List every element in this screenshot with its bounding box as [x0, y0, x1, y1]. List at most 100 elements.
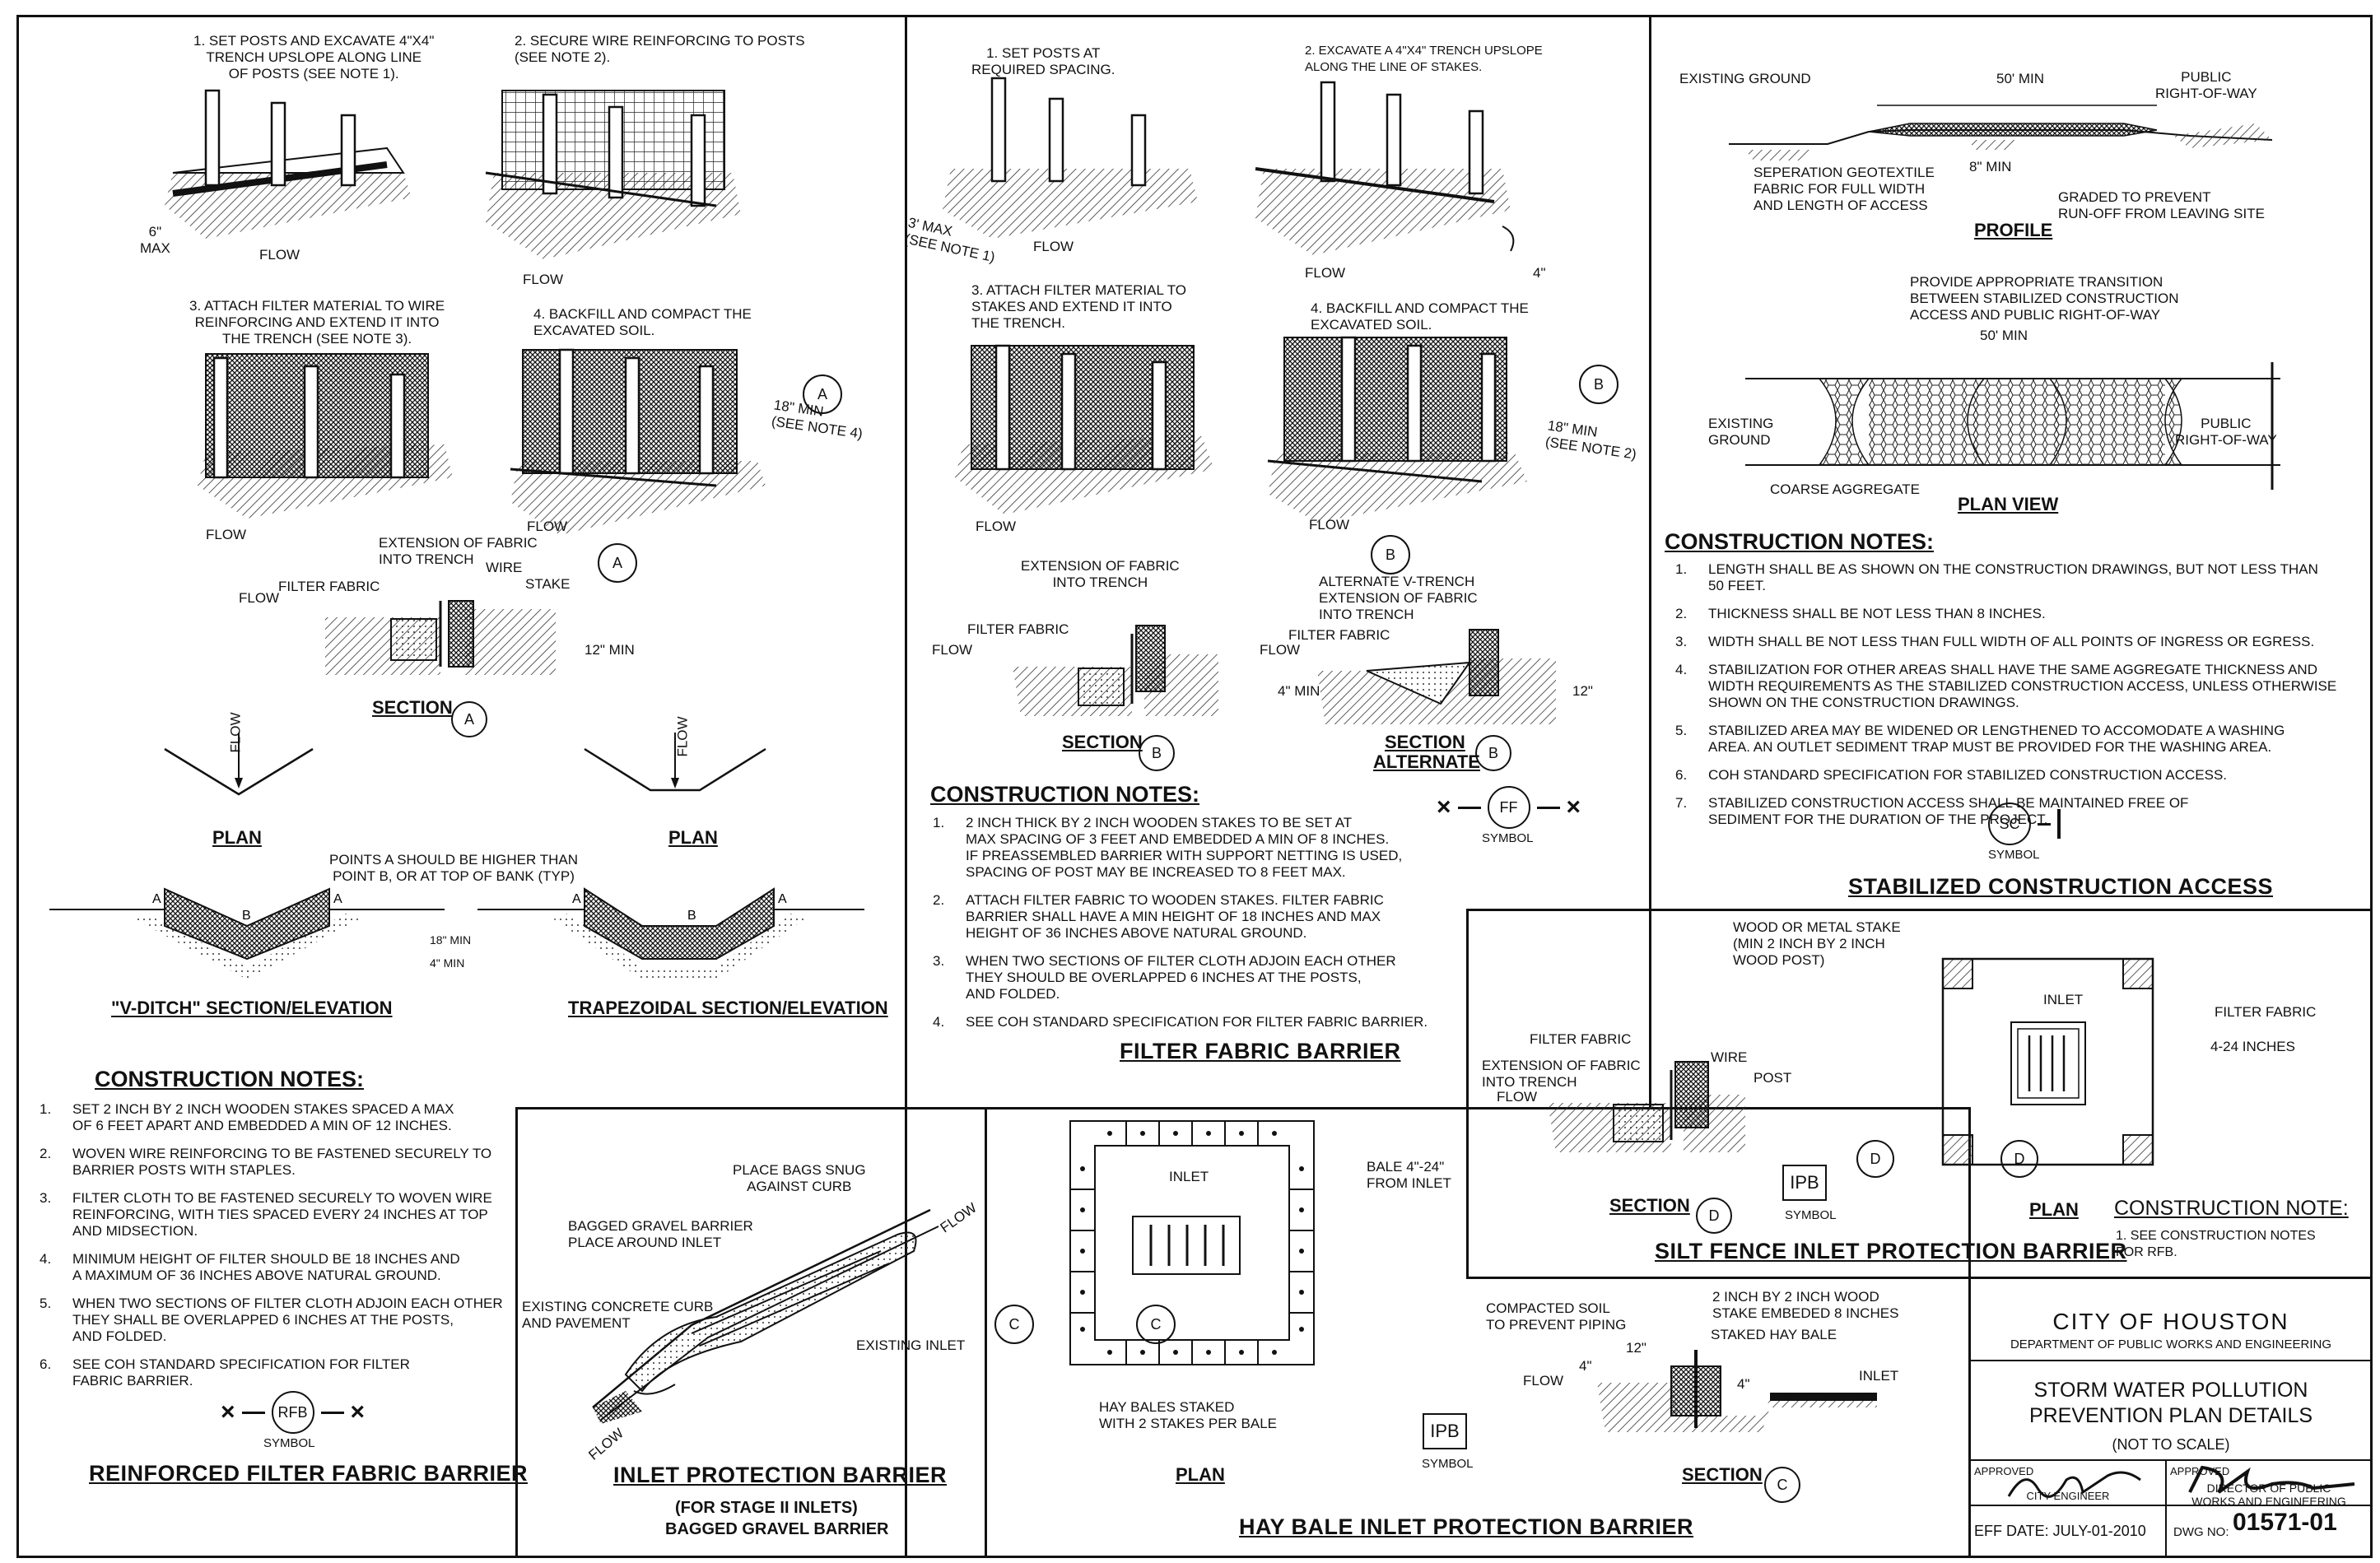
symbol-text: SC [1999, 815, 2020, 832]
sfip-wire-label: WIRE [1711, 1049, 1748, 1065]
ffb-section-b-label: SECTION [1062, 732, 1143, 752]
ffb-section-b-alt-circle: B [1475, 735, 1511, 771]
symbol-text: RFB [277, 1403, 308, 1421]
sca-notes-list: 1.LENGTH SHALL BE AS SHOWN ON THE CONSTR… [1675, 561, 2350, 840]
tb-dept: DEPARTMENT OF PUBLIC WORKS AND ENGINEERI… [2010, 1337, 2332, 1351]
sfip-inlet-label: INLET [2043, 992, 2084, 1007]
sca-note: 4.STABILIZATION FOR OTHER AREAS SHALL HA… [1675, 662, 2337, 710]
rfb-4min-elev: 4" MIN [430, 956, 465, 970]
ipb-curb-label: EXISTING CONCRETE CURB AND PAVEMENT [522, 1299, 714, 1331]
hbip-12-label: 12" [1626, 1340, 1646, 1356]
rfb-title: REINFORCED FILTER FABRIC BARRIER [89, 1461, 528, 1486]
hbip-symbol-label: SYMBOL [1422, 1457, 1474, 1471]
x-mark-icon: × [221, 1398, 235, 1426]
ffb-flow-1: FLOW [1033, 239, 1074, 254]
tb-rule-2 [1971, 1459, 2371, 1461]
point-a-right: A [333, 892, 342, 906]
sca-geotextile: SEPERATION GEOTEXTILE FABRIC FOR FULL WI… [1754, 165, 1935, 213]
sfip-inches-label: 4-24 INCHES [2210, 1039, 2295, 1054]
ffb-marker-b-top: B [1579, 365, 1618, 404]
tb-rule-3 [1971, 1505, 2371, 1506]
ffb-filter-fabric-2: FILTER FABRIC [1288, 627, 1390, 643]
tb-city: CITY OF HOUSTON [2052, 1309, 2289, 1334]
sca-symbol: SC [1988, 802, 2061, 845]
hbip-plan-label: PLAN [1176, 1464, 1225, 1485]
rfb-note: 3.FILTER CLOTH TO BE FASTENED SECURELY T… [40, 1190, 492, 1239]
dash-line [241, 1411, 265, 1414]
tb-rule-1 [1971, 1360, 2371, 1361]
ipb-drawing [592, 1208, 939, 1424]
rfb-symbol-label: SYMBOL [263, 1436, 315, 1450]
point-a-right-trap: A [778, 892, 787, 906]
sca-50min-2: 50' MIN [1980, 328, 2028, 343]
ffb-notes-list: 1.2 INCH THICK BY 2 INCH WOODEN STAKES T… [933, 815, 1460, 1042]
rfb-note: 2.WOVEN WIRE REINFORCING TO BE FASTENED … [40, 1146, 492, 1178]
ffb-note: 4.SEE COH STANDARD SPECIFICATION FOR FIL… [933, 1014, 1428, 1030]
sca-plan-view-title: PLAN VIEW [1958, 494, 2059, 514]
hbip-symbol-box: IPB [1423, 1413, 1467, 1449]
rfb-plan-trap [584, 733, 766, 792]
ffb-title: FILTER FABRIC BARRIER [1120, 1039, 1401, 1063]
panel-titleblock [1968, 1277, 2373, 1558]
ffb-section-b-drawing [1013, 625, 1218, 716]
ffb-note: 3.WHEN TWO SECTIONS OF FILTER CLOTH ADJO… [933, 953, 1396, 1002]
hbip-4-label: 4" [1579, 1358, 1592, 1374]
hbip-inlet2-label: INLET [1859, 1368, 1899, 1384]
dash-line [2038, 822, 2051, 826]
rfb-flow-label-2: FLOW [523, 272, 564, 287]
point-a-left: A [152, 892, 161, 906]
sca-50min-1: 50' MIN [1996, 71, 2045, 86]
hbip-section-circle: C [1764, 1467, 1800, 1503]
hbip-bale-label: BALE 4"-24" FROM INLET [1367, 1159, 1451, 1191]
ffb-note: 1.2 INCH THICK BY 2 INCH WOODEN STAKES T… [933, 815, 1403, 880]
sca-title: STABILIZED CONSTRUCTION ACCESS [1848, 874, 2274, 899]
ffb-step2-drawing [1255, 81, 1515, 255]
point-b-trap: B [687, 909, 696, 923]
ffb-flow-2: FLOW [1305, 265, 1346, 281]
hbip-marker-c-left: C [994, 1305, 1034, 1344]
tb-rule-v [2165, 1459, 2167, 1558]
rfb-section-marker-a-bottom: A [598, 543, 637, 583]
rfb-step4-drawing [510, 348, 766, 535]
hbip-plan-drawing [1069, 1120, 1315, 1365]
sfip-symbol-box: IPB [1782, 1165, 1827, 1201]
marker-letter: D [1870, 1150, 1881, 1167]
sfip-plan-drawing [1941, 957, 2154, 1166]
ffb-12-label: 12" [1572, 683, 1593, 699]
tb-title-2: PREVENTION PLAN DETAILS [2028, 1404, 2313, 1427]
rfb-section-marker-a-top: A [803, 374, 842, 414]
ipb-existing-inlet: EXISTING INLET [856, 1337, 966, 1353]
x-mark-icon: × [1566, 793, 1581, 821]
hbip-inlet-label: INLET [1169, 1169, 1209, 1184]
rfb-note: 1.SET 2 INCH BY 2 INCH WOODEN STAKES SPA… [40, 1101, 454, 1133]
tb-approved-1: APPROVED [1974, 1465, 2034, 1477]
ffb-alternate-v-label: ALTERNATE V-TRENCH EXTENSION OF FABRIC I… [1319, 574, 1478, 622]
ffb-notes-header: CONSTRUCTION NOTES: [930, 782, 1199, 807]
marker-letter: A [817, 385, 827, 402]
hbip-4b-label: 4" [1737, 1376, 1750, 1392]
rfb-trap-elevation: A A B [477, 887, 864, 979]
sfip-extension-label: EXTENSION OF FABRIC INTO TRENCH [1482, 1058, 1641, 1090]
sca-public-row-1: PUBLIC RIGHT-OF-WAY [2155, 69, 2257, 101]
hbip-flow-label: FLOW [1523, 1373, 1564, 1389]
rfb-flow-label-4: FLOW [527, 519, 568, 534]
ffb-flow-4: FLOW [1309, 517, 1350, 533]
ffb-step3-drawing [955, 344, 1214, 514]
sfip-section-drawing [1548, 1061, 1745, 1152]
rfb-12min-label: 12" MIN [585, 642, 635, 658]
rfb-notes-header: CONSTRUCTION NOTES: [95, 1067, 364, 1091]
rfb-step3-drawing [198, 353, 453, 519]
dash-line [320, 1411, 344, 1414]
rfb-note: 6.SEE COH STANDARD SPECIFICATION FOR FIL… [40, 1356, 410, 1389]
sfip-plan-label: PLAN [2029, 1199, 2079, 1220]
sfip-stake-label: WOOD OR METAL STAKE (MIN 2 INCH BY 2 INC… [1733, 919, 1901, 968]
rfb-flow-label-5: FLOW [239, 590, 280, 606]
marker-letter: D [2014, 1150, 2025, 1167]
sfip-section-circle: D [1696, 1198, 1732, 1234]
sfip-note-header: CONSTRUCTION NOTE: [2114, 1197, 2349, 1220]
rfb-plan-flow-2: FLOW [674, 716, 691, 757]
sfip-title: SILT FENCE INLET PROTECTION BARRIER [1655, 1239, 2127, 1263]
sca-profile-drawing [1729, 105, 2273, 160]
sca-note: 7.STABILIZED CONSTRUCTION ACCESS SHALL B… [1675, 795, 2189, 827]
